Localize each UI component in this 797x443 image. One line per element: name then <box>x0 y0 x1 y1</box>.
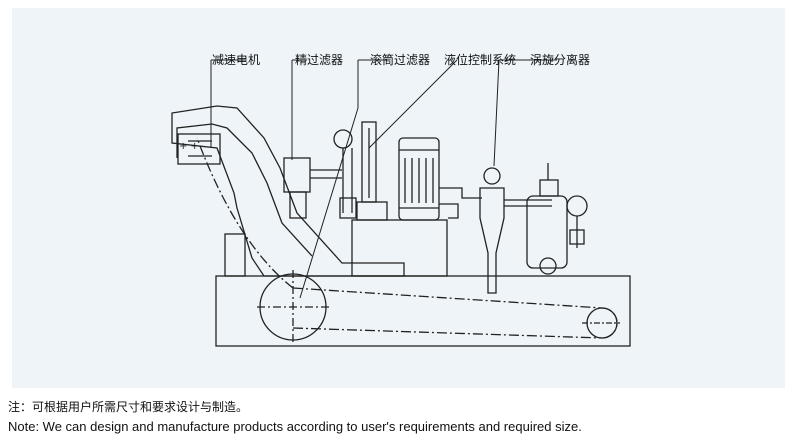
fine-filter-body <box>283 157 311 193</box>
drum-filter-body <box>526 195 568 269</box>
pressure-gauge-right <box>566 195 588 217</box>
gear-motor <box>177 133 221 165</box>
cyclone-body <box>479 187 505 294</box>
diagram-figure: + + <box>12 8 785 388</box>
tank-base <box>215 275 631 347</box>
notes: 注：可根据用户所需尺寸和要求设计与制造。 Note: We can design… <box>8 398 788 436</box>
pump-tank <box>351 219 448 277</box>
note-chinese: 注：可根据用户所需尺寸和要求设计与制造。 <box>8 400 249 414</box>
conveyor-housing <box>171 105 405 277</box>
svg-text:+ +: + + <box>179 141 199 152</box>
label-motor: 减速电机 <box>212 53 261 67</box>
machine-drawing: + + <box>171 59 631 347</box>
note-english: Note: We can design and manufacture prod… <box>8 419 582 434</box>
leader-lines <box>210 59 557 299</box>
pressure-gauge-left <box>333 129 353 149</box>
motor-box <box>224 233 246 277</box>
outlet-pipe <box>439 187 482 199</box>
label-cyclone: 涡旋分离器 <box>530 53 591 67</box>
cyclone-cap <box>483 167 501 185</box>
label-level-control: 液位控制系统 <box>444 53 517 67</box>
label-drum-filter: 滚筒过滤器 <box>370 53 431 67</box>
label-fine-filter: 精过滤器 <box>295 53 344 67</box>
